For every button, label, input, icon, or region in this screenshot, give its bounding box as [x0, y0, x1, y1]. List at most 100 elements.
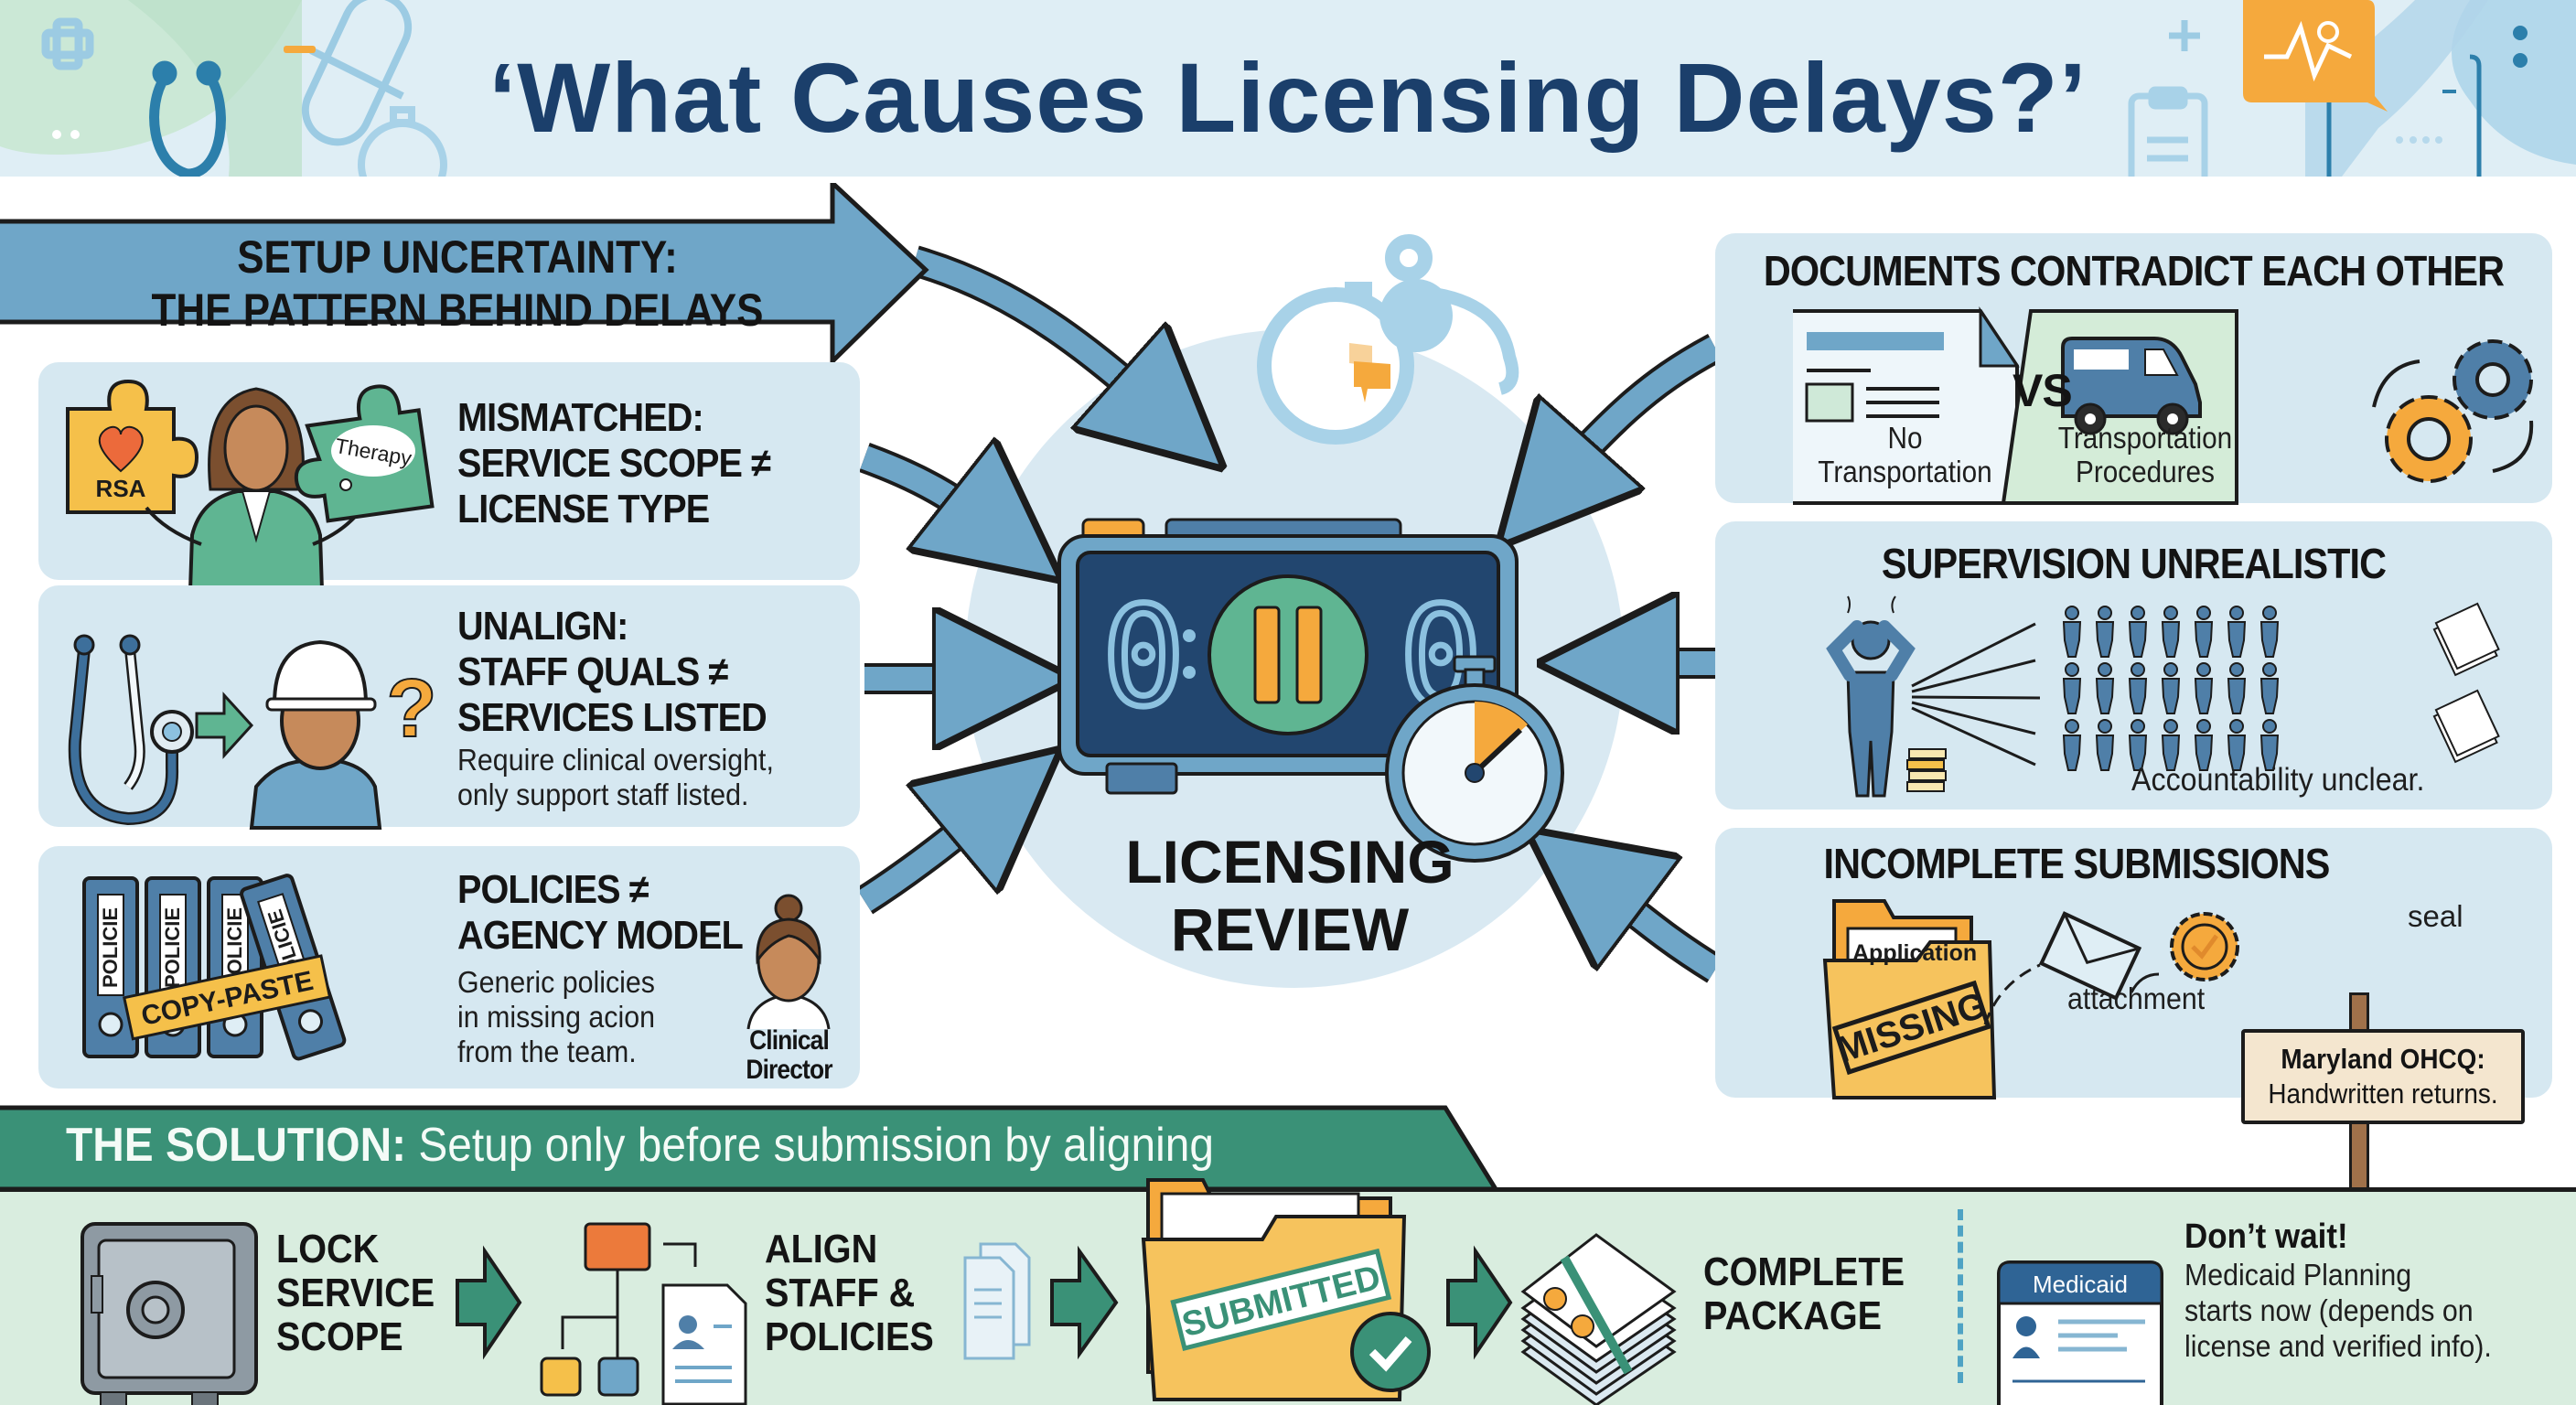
- delegation-arrows: [1911, 622, 2041, 767]
- body-line: only support staff listed.: [457, 778, 749, 811]
- setup-heading-line2: THE PATTERN BEHIND DELAYS: [151, 284, 764, 336]
- sign-line: Maryland OHCQ:: [2281, 1043, 2485, 1075]
- staff-person-icon: [2062, 719, 2082, 771]
- label-line: ALIGN: [765, 1227, 878, 1271]
- body-line: Require clinical oversight,: [457, 743, 774, 777]
- header-banner: ‘What Causes Licensing Delays?’: [0, 0, 2576, 177]
- step-arrow-icon: [1050, 1245, 1119, 1360]
- arrow-right1: [1537, 337, 1722, 503]
- staff-person-icon: [2227, 719, 2247, 771]
- clinical-director-label: Clinical Director: [735, 1026, 843, 1085]
- staff-person-icon: [2259, 662, 2280, 714]
- contradicting-documents-illustration: [1793, 306, 2534, 505]
- timer-icon: [358, 106, 447, 177]
- setup-heading-line1: SETUP UNCERTAINTY:: [237, 231, 678, 283]
- staff-person-icon: [2259, 606, 2280, 658]
- incomplete-illustration: MISSING Application: [1822, 899, 2239, 1099]
- van-icon: [2061, 337, 2202, 435]
- staff-person-icon: [2227, 662, 2247, 714]
- gears-icon: [2372, 339, 2534, 483]
- staff-person-icon: [2062, 662, 2082, 714]
- accountability-caption: Accountability unclear.: [2131, 762, 2425, 798]
- setup-uncertainty-arrow: [0, 183, 929, 366]
- staff-person-icon: [2161, 606, 2181, 658]
- title-line: AGENCY MODEL: [457, 913, 744, 958]
- callout-line: Medicaid Planning: [2184, 1258, 2412, 1292]
- label-line: STAFF &: [765, 1271, 916, 1315]
- center-label-line1: LICENSING: [1125, 828, 1454, 896]
- therapy-puzzle-icon: Therapy: [294, 384, 435, 523]
- arrow-left3: [858, 787, 1015, 911]
- body-line: from the team.: [457, 1035, 637, 1068]
- staff-grid: [2062, 606, 2280, 771]
- transportation-procedures-label: Transportation Procedures: [2046, 421, 2244, 488]
- title-line: MISMATCHED:: [457, 395, 704, 440]
- panel-documents-title: DOCUMENTS CONTRADICT EACH OTHER: [1763, 247, 2505, 295]
- title-line: SERVICES LISTED: [457, 695, 767, 740]
- label-line: Transportation: [1818, 455, 1992, 488]
- setup-uncertainty-heading: SETUP UNCERTAINTY: THE PATTERN BEHIND DE…: [55, 231, 860, 337]
- heartbeat-chat-icon: [2243, 0, 2388, 112]
- rsa-label: RSA: [96, 475, 146, 502]
- arrow-setup: [911, 249, 1180, 430]
- stopwatch-bell: [1379, 279, 1453, 352]
- binder-label: POLICIE: [99, 907, 122, 988]
- supervision-illustration: [1826, 595, 2500, 798]
- solution-text: Setup only before submission by aligning: [406, 1119, 1214, 1172]
- stethoscope-icon: [149, 60, 226, 177]
- staff-person-icon: [2128, 719, 2148, 771]
- staff-person-icon: [2161, 662, 2181, 714]
- center-label-line2: REVIEW: [1170, 896, 1410, 963]
- missing-folder-icon: MISSING Application: [1822, 899, 1997, 1099]
- pill-icon: [301, 0, 413, 146]
- licensing-review-label: LICENSING REVIEW: [1061, 828, 1519, 963]
- paper-stack-icon: [1906, 748, 1947, 792]
- staff-person-icon: [2062, 606, 2082, 658]
- staff-person-icon: [2194, 719, 2214, 771]
- solution-tab: [0, 1105, 1498, 1189]
- panel-mismatched-title: MISMATCHED: SERVICE SCOPE ≠ LICENSE TYPE: [457, 395, 771, 532]
- label-line: SCOPE: [276, 1314, 403, 1359]
- maryland-ohcq-sign: Maryland OHCQ: Handwritten returns.: [2241, 1029, 2525, 1124]
- clock-digit-left: 0: [1102, 578, 1185, 737]
- staff-person-icon: [2194, 606, 2214, 658]
- alarm-clock-icon: 0 0: [1057, 518, 1564, 863]
- panel-policies-body: Generic policies in missing acion from t…: [457, 965, 655, 1069]
- stethoscope-icon: [68, 634, 194, 826]
- panel-policies-title: POLICIES ≠ AGENCY MODEL: [457, 867, 744, 959]
- step-complete-package: COMPLETE PACKAGE: [1703, 1250, 1905, 1338]
- submitted-folder-icon: SUBMITTED: [1141, 1178, 1431, 1401]
- panel-incomplete-title: INCOMPLETE SUBMISSIONS: [1823, 840, 2331, 887]
- header-decorations: [0, 0, 2576, 177]
- label-line: No: [1887, 421, 1923, 455]
- seal-label: seal: [2408, 899, 2463, 933]
- body-line: in missing acion: [457, 1000, 655, 1034]
- stopwatch-icon: [1385, 655, 1564, 863]
- sign-line: Handwritten returns.: [2268, 1078, 2498, 1110]
- no-transportation-doc: [1793, 306, 2020, 505]
- pause-button-icon: [1208, 574, 1368, 735]
- label-line: PACKAGE: [1703, 1293, 1883, 1338]
- staff-person-icon: [2128, 606, 2148, 658]
- staff-person-icon: [2227, 606, 2247, 658]
- label-line: Director: [746, 1055, 832, 1085]
- title-line: UNALIGN:: [457, 604, 628, 649]
- label-line: POLICIES: [765, 1314, 934, 1359]
- staff-person-icon: [2128, 662, 2148, 714]
- binder-icon: POLICIE: [82, 876, 139, 1058]
- staff-person-icon: [2095, 719, 2115, 771]
- safe-icon: [80, 1222, 258, 1405]
- faded-stopwatch-icon: [1257, 234, 1519, 445]
- step-lock-service-scope: LOCK SERVICE SCOPE: [276, 1228, 435, 1359]
- unalign-illustration: ?: [68, 634, 437, 830]
- label-line: Procedures: [2076, 455, 2215, 488]
- stressed-supervisor-figure: [1826, 595, 1916, 798]
- envelope-icon: [2038, 911, 2142, 1001]
- panel-unalign-body: Require clinical oversight, only support…: [457, 743, 774, 812]
- label-line: LOCK: [276, 1227, 380, 1271]
- complete-package-icon: [1520, 1233, 1677, 1405]
- solution-prefix: THE SOLUTION:: [66, 1119, 407, 1172]
- staff-person-icon: [2161, 719, 2181, 771]
- staff-person-icon: [2095, 606, 2115, 658]
- arrow-left1: [860, 457, 1015, 544]
